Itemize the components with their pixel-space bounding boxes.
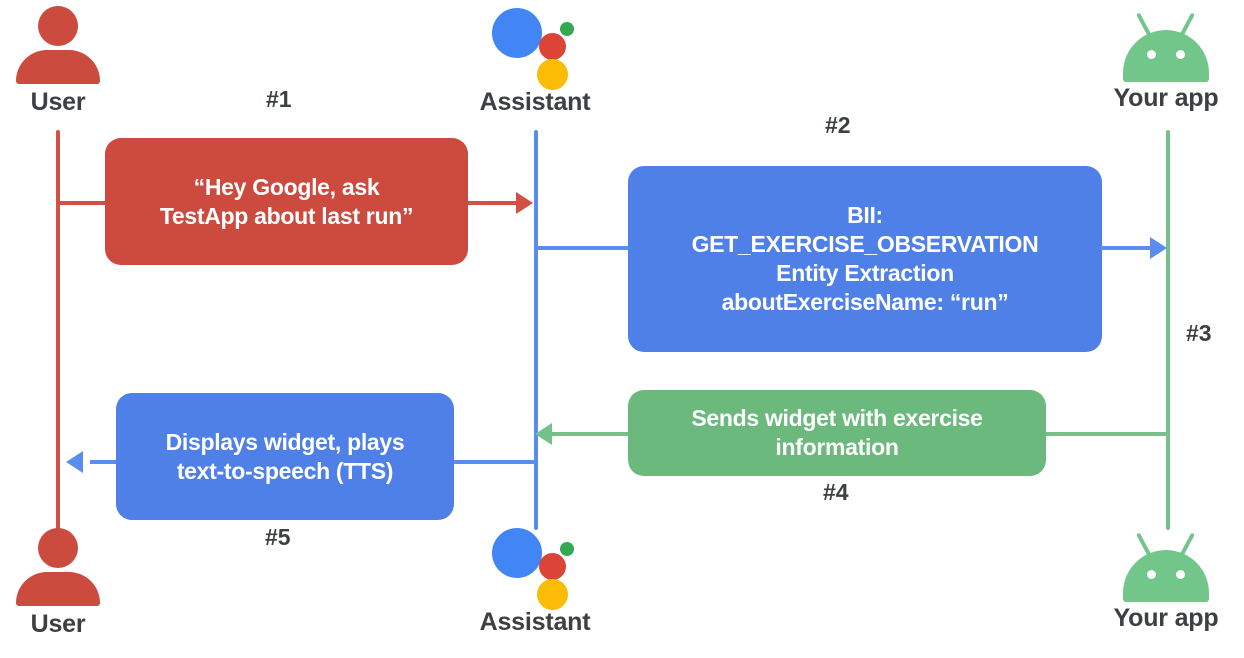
assistant-icon-dot-yellow — [537, 579, 568, 610]
connector-step2-to-app — [1100, 246, 1152, 250]
connector-app-to-step4 — [1044, 432, 1168, 436]
connector-user-to-step1 — [56, 201, 111, 205]
message-box-step1-line1: “Hey Google, ask — [193, 173, 380, 200]
lifeline-user — [56, 130, 60, 530]
android-icon-head — [1123, 30, 1209, 82]
connector-assistant-to-step2 — [534, 246, 632, 250]
message-box-step4[interactable]: Sends widget with exercise information — [628, 390, 1046, 476]
assistant-icon-dot-red — [539, 553, 566, 580]
arrowhead-step1 — [516, 192, 533, 214]
user-icon-body — [16, 50, 100, 84]
android-icon-eye-left — [1147, 570, 1156, 579]
user-icon-head — [38, 528, 78, 568]
android-icon — [1121, 530, 1211, 602]
actor-label-your-app-top: Your app — [1113, 84, 1219, 112]
step-label-2: #2 — [825, 112, 851, 138]
connector-step5-to-user — [90, 460, 118, 464]
assistant-icon-dot-blue — [492, 8, 542, 58]
message-box-step5[interactable]: Displays widget, plays text-to-speech (T… — [116, 393, 454, 520]
message-box-step1-line2: TestApp about last run” — [159, 202, 414, 229]
actor-label-user-bottom: User — [30, 610, 86, 638]
message-box-step2-line4: aboutExerciseName: “run” — [721, 288, 1009, 315]
message-box-step2-line1: BII: — [847, 202, 883, 229]
lifeline-your-app — [1166, 130, 1170, 530]
assistant-icon-dot-red — [539, 33, 566, 60]
message-box-step4-line2: information — [775, 434, 899, 460]
actor-label-assistant-top: Assistant — [479, 88, 591, 116]
connector-step1-to-assistant — [466, 201, 518, 205]
message-box-step5-line1: Displays widget, plays — [165, 428, 405, 455]
actor-assistant-bottom: Assistant — [455, 524, 615, 635]
android-icon — [1121, 10, 1211, 82]
user-icon-body — [16, 572, 100, 606]
arrowhead-step4 — [535, 423, 552, 445]
user-icon — [16, 6, 100, 84]
step-label-1: #1 — [266, 86, 292, 112]
assistant-icon — [492, 524, 578, 610]
message-box-step2-text: BII: GET_EXERCISE_OBSERVATION Entity Ext… — [628, 201, 1102, 317]
step-label-4: #4 — [823, 479, 849, 505]
user-icon-head — [38, 6, 78, 46]
actor-your-app-bottom: Your app — [1086, 530, 1244, 631]
connector-step4-to-assistant — [552, 432, 630, 436]
android-icon-eye-right — [1176, 570, 1185, 579]
assistant-icon-dot-green — [560, 542, 574, 556]
message-box-step4-text: Sends widget with exercise information — [628, 404, 1046, 462]
message-box-step4-line1: Sends widget with exercise — [691, 405, 983, 432]
arrowhead-step5 — [66, 451, 83, 473]
user-icon — [16, 528, 100, 606]
android-icon-eye-right — [1176, 50, 1185, 59]
message-box-step2-line3: Entity Extraction — [776, 260, 954, 286]
message-box-step5-line2: text-to-speech (TTS) — [176, 457, 394, 484]
step-label-5: #5 — [265, 524, 291, 550]
connector-assistant-to-step5 — [452, 460, 538, 464]
actor-label-your-app-bottom: Your app — [1113, 604, 1219, 632]
assistant-icon-dot-green — [560, 22, 574, 36]
message-box-step2[interactable]: BII: GET_EXERCISE_OBSERVATION Entity Ext… — [628, 166, 1102, 352]
message-box-step1[interactable]: “Hey Google, ask TestApp about last run” — [105, 138, 468, 265]
assistant-icon-dot-yellow — [537, 59, 568, 90]
actor-label-user-top: User — [30, 88, 86, 116]
actor-assistant-top: Assistant — [455, 4, 615, 115]
actor-user-bottom: User — [0, 528, 138, 637]
actor-your-app-top: Your app — [1086, 10, 1244, 111]
step-label-3: #3 — [1186, 320, 1212, 346]
assistant-icon-dot-blue — [492, 528, 542, 578]
actor-label-assistant-bottom: Assistant — [479, 608, 591, 636]
actor-user-top: User — [0, 6, 138, 115]
android-icon-head — [1123, 550, 1209, 602]
message-box-step5-text: Displays widget, plays text-to-speech (T… — [116, 428, 454, 486]
message-box-step1-text: “Hey Google, ask TestApp about last run” — [105, 173, 468, 231]
message-box-step2-line2: GET_EXERCISE_OBSERVATION — [691, 231, 1039, 258]
lifeline-assistant — [534, 130, 538, 530]
arrowhead-step3 — [1150, 237, 1167, 259]
assistant-icon — [492, 4, 578, 90]
android-icon-eye-left — [1147, 50, 1156, 59]
